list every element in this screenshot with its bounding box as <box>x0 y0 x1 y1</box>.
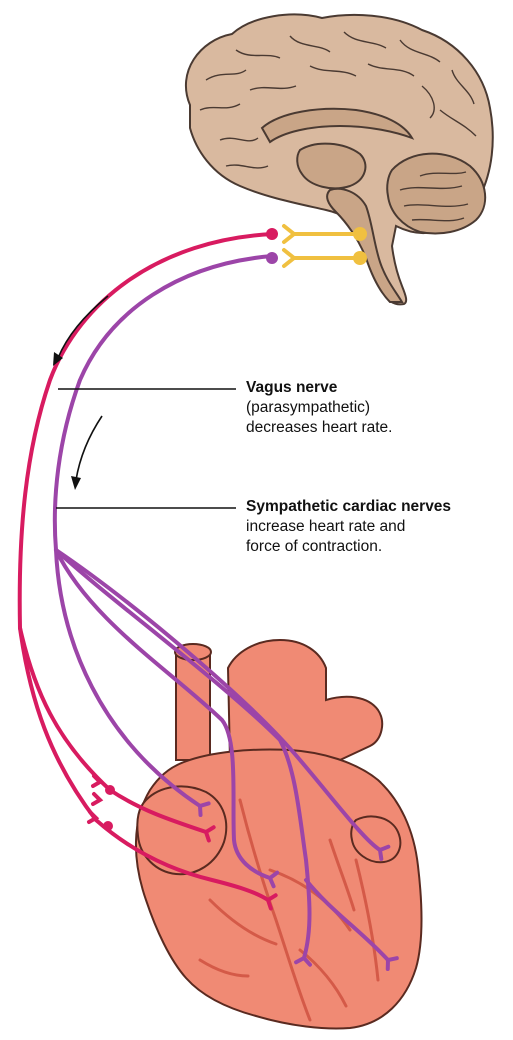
sympathetic-nerves-description-2: force of contraction. <box>246 538 383 555</box>
vagus-ending-2 <box>265 893 278 911</box>
heart <box>134 638 423 1030</box>
sympathetic-ending-1 <box>197 801 211 817</box>
vagus-fork-2 <box>91 792 104 806</box>
vagus-branch-upper <box>18 626 208 834</box>
sympathetic-ending-2 <box>267 870 280 889</box>
coronary-vessels <box>198 798 380 1022</box>
sympathetic-branch-4 <box>54 548 382 852</box>
sympathetic-branch-1 <box>54 548 202 808</box>
vagus-ganglion-1 <box>105 785 115 795</box>
direction-arrows <box>53 295 109 490</box>
sympathetic-ending-5 <box>385 956 399 971</box>
brain <box>184 13 494 306</box>
sympathetic-branch-2 <box>54 548 272 880</box>
arrow-vagus <box>57 295 109 359</box>
cerebellum <box>386 152 487 235</box>
neuron-lower <box>282 248 358 268</box>
brainstem-neurons <box>266 224 367 268</box>
neuron-upper <box>282 224 358 244</box>
arrow-vagus-head <box>53 352 63 366</box>
vagus-nerve-description: decreases heart rate. <box>246 419 393 436</box>
sympathetic-nerves-label: Sympathetic cardiac nerves increase hear… <box>246 497 451 557</box>
right-atrium <box>136 785 228 876</box>
nerves <box>17 232 390 962</box>
sympathetic-origin-dot <box>266 252 278 264</box>
vagus-ganglion-2 <box>103 821 113 831</box>
neuron-lower-body <box>353 251 367 265</box>
nerve-endings <box>87 774 399 971</box>
sympathetic-branch-3 <box>54 548 312 960</box>
vagus-nerve-title: Vagus nerve <box>246 379 338 396</box>
thalamus <box>296 142 367 190</box>
sympathetic-branch-5 <box>304 878 390 962</box>
vagus-nerve-trunk <box>17 232 274 630</box>
vagus-nerve-subtitle: (parasympathetic) <box>246 399 371 416</box>
vagus-branch-lower <box>18 626 270 902</box>
sympathetic-ending-4 <box>377 844 391 861</box>
brainstem <box>326 187 404 303</box>
vagus-ending-1 <box>203 825 216 843</box>
vagus-nerve-label: Vagus nerve (parasympathetic) decreases … <box>246 378 392 438</box>
corpus-callosum <box>260 107 415 144</box>
arrow-sympathetic <box>75 415 103 481</box>
left-atrium <box>350 815 402 864</box>
vagus-origin-dot <box>266 228 278 240</box>
sympathetic-nerves-title: Sympathetic cardiac nerves <box>246 498 452 515</box>
vagus-fork-1 <box>91 774 104 788</box>
neuron-upper-body <box>353 227 367 241</box>
sympathetic-nerves-description-1: increase heart rate and <box>246 518 406 535</box>
arrow-sympathetic-head <box>71 476 81 490</box>
brain-folds <box>199 31 477 222</box>
leader-lines <box>56 388 236 509</box>
aortic-arch <box>226 638 384 761</box>
sympathetic-nerve-trunk <box>52 254 274 552</box>
vagus-fork-3 <box>87 810 100 824</box>
sympathetic-ending-3 <box>294 955 312 967</box>
